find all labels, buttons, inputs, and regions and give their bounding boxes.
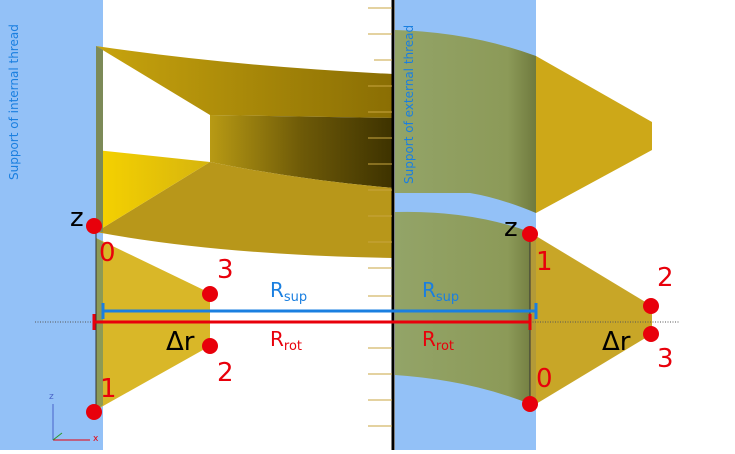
support-external-label: Support of external thread bbox=[402, 24, 416, 184]
left-point-1 bbox=[86, 404, 102, 420]
right-r-rot-label: Rrot bbox=[422, 327, 455, 354]
right-delta-r-label: Δr bbox=[602, 327, 631, 357]
r-rot-line bbox=[92, 314, 532, 330]
left-upper-thread-lower-flank bbox=[96, 162, 393, 258]
left-z-label: z bbox=[70, 203, 84, 233]
left-lower-thread-face bbox=[96, 238, 103, 410]
left-delta-r-label: Δr bbox=[166, 327, 195, 357]
left-point-3-label: 3 bbox=[217, 255, 234, 285]
axis-z-label: z bbox=[49, 392, 54, 402]
right-upper-sleeve bbox=[395, 30, 536, 213]
right-lower-tooth bbox=[536, 236, 652, 404]
left-point-0-label: 0 bbox=[99, 238, 116, 268]
right-point-0 bbox=[522, 396, 538, 412]
r-sup-line bbox=[101, 303, 538, 319]
right-point-3-label: 3 bbox=[657, 344, 674, 374]
right-point-2 bbox=[643, 298, 659, 314]
left-upper-thread-groove bbox=[210, 115, 393, 188]
left-lower-thread-profile bbox=[96, 238, 210, 410]
ruler-ticks bbox=[368, 7, 392, 427]
right-point-2-label: 2 bbox=[657, 263, 674, 293]
right-r-sup-label: Rsup bbox=[422, 278, 460, 305]
right-point-1-label: 1 bbox=[536, 247, 553, 277]
right-point-0-label: 0 bbox=[536, 364, 553, 394]
right-z-label: z bbox=[504, 213, 518, 243]
right-point-1 bbox=[522, 226, 538, 242]
right-point-3 bbox=[643, 326, 659, 342]
axis-indicator bbox=[52, 404, 90, 441]
left-point-2 bbox=[202, 338, 218, 354]
support-internal-label: Support of internal thread bbox=[7, 24, 21, 180]
right-upper-tooth bbox=[536, 56, 652, 213]
left-r-rot-label: Rrot bbox=[270, 327, 303, 354]
left-point-1-label: 1 bbox=[100, 374, 117, 404]
left-upper-thread-flank bbox=[96, 46, 393, 118]
axis-x-label: x bbox=[93, 434, 99, 444]
left-r-sup-label: Rsup bbox=[270, 278, 308, 305]
right-lower-sleeve bbox=[395, 211, 536, 404]
support-band-internal bbox=[0, 0, 103, 450]
left-point-3 bbox=[202, 286, 218, 302]
left-point-2-label: 2 bbox=[217, 358, 234, 388]
left-upper-thread-highlight bbox=[96, 150, 210, 232]
left-inner-face bbox=[96, 46, 103, 232]
left-point-0 bbox=[86, 218, 102, 234]
right-lower-tooth-tip bbox=[530, 232, 536, 404]
